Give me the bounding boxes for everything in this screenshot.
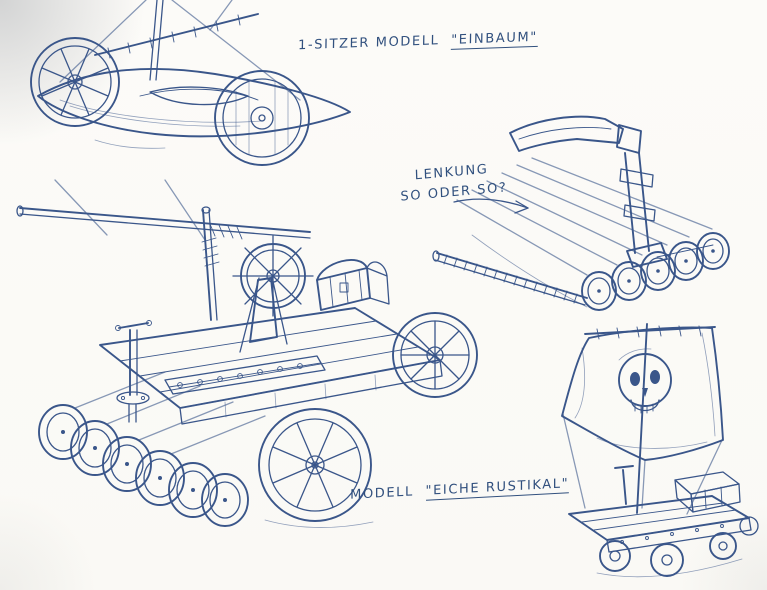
einbaum-scooter-sketch	[30, 0, 351, 166]
cart-body	[568, 465, 752, 553]
ship-steering-wheel	[232, 235, 314, 353]
log-floats	[38, 371, 266, 527]
lenkung-variant-sketch	[432, 115, 730, 311]
mast-rigging	[59, 0, 301, 101]
right-wheel	[392, 312, 478, 398]
bolted-cross-plank	[164, 355, 326, 395]
skull-sail	[561, 326, 724, 461]
lenkung-arrow	[453, 198, 529, 214]
mast-and-yard	[562, 323, 724, 515]
yard-pole	[16, 179, 311, 241]
lashed-mast	[201, 206, 220, 321]
eiche-label-prefix: MODELL	[350, 484, 414, 503]
pirate-cart-sketch	[561, 323, 759, 578]
tiller-post	[115, 320, 152, 423]
eiche-rustikal-raft-sketch	[16, 179, 478, 528]
treasure-chest	[316, 259, 390, 311]
cart-wheels	[596, 516, 759, 578]
front-spoked-wheel	[30, 37, 120, 127]
tiller-arm	[509, 115, 642, 154]
wrapped-pole	[432, 250, 588, 306]
canoe-hull	[37, 67, 351, 138]
rear-disc-wheel	[214, 70, 310, 166]
front-wheel	[258, 408, 374, 528]
einbaum-label-prefix: 1-SITZER MODELL	[297, 33, 440, 54]
raft-logs	[456, 157, 730, 311]
einbaum-label-name: "EINBAUM"	[450, 29, 538, 50]
